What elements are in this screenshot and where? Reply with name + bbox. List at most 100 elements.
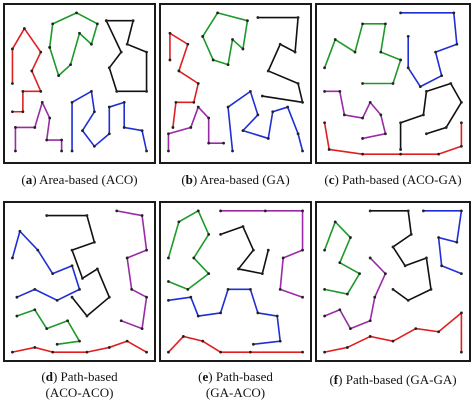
waypoint-dot [45, 138, 49, 142]
waypoint-dot [323, 314, 326, 318]
waypoint-dot [327, 148, 331, 151]
waypoint-dot [449, 82, 453, 85]
waypoint-dot [11, 82, 14, 85]
waypoint-dot [167, 149, 170, 153]
waypoint-dot [460, 350, 463, 354]
path-purple [324, 90, 387, 140]
waypoint-dot [145, 350, 148, 354]
waypoint-dot [70, 149, 74, 153]
waypoint-dot [460, 100, 463, 104]
waypoint-dot [14, 149, 17, 153]
waypoint-dot [434, 50, 437, 54]
waypoint-dot [145, 50, 148, 54]
path-green [323, 221, 361, 295]
waypoint-dot [349, 236, 352, 239]
waypoint-dot [241, 129, 245, 132]
path-green [16, 308, 81, 346]
path-black [399, 82, 463, 150]
path-purple [167, 106, 224, 152]
caption-f-text: Path-based (GA-GA) [345, 372, 457, 387]
waypoint-dot [85, 214, 89, 217]
waypoint-dot [21, 89, 25, 93]
waypoint-dot [452, 11, 456, 15]
waypoint-dot [45, 327, 49, 330]
waypoint-dot [301, 350, 304, 354]
waypoint-dot [60, 138, 64, 142]
waypoint-dot [33, 126, 37, 129]
waypoint-dot [140, 129, 144, 132]
waypoint-dot [81, 129, 84, 132]
waypoint-dot [145, 295, 148, 299]
waypoint-dot [425, 132, 428, 136]
waypoint-dot [192, 256, 196, 260]
waypoint-dot [90, 89, 93, 93]
waypoint-dot [70, 100, 74, 104]
waypoint-dot [296, 82, 300, 85]
waypoint-dot [171, 126, 175, 129]
waypoint-dot [241, 225, 245, 228]
waypoint-dot [368, 100, 372, 104]
waypoint-dot [181, 335, 185, 338]
waypoint-dot [361, 82, 364, 85]
waypoint-dot [36, 248, 40, 252]
path-red [323, 122, 463, 155]
waypoint-dot [115, 209, 119, 213]
waypoint-dot [207, 116, 211, 120]
waypoint-dot [168, 58, 172, 62]
path-blue [400, 12, 458, 88]
waypoint-dot [90, 42, 93, 46]
path-black [105, 19, 148, 93]
waypoint-dot [39, 50, 43, 54]
waypoint-dot [11, 350, 14, 354]
waypoint-dot [130, 287, 134, 291]
waypoint-dot [107, 66, 111, 70]
waypoint-dot [271, 110, 275, 114]
path-purple [14, 101, 63, 152]
waypoint-dot [33, 346, 37, 349]
caption-d-letter: d [45, 369, 53, 384]
waypoint-dot [196, 82, 200, 85]
waypoint-dot [391, 339, 395, 343]
waypoint-dot [275, 314, 279, 318]
waypoint-dot [440, 74, 444, 78]
waypoint-dot [226, 287, 230, 291]
waypoint-dot [251, 248, 255, 252]
waypoint-dot [333, 220, 337, 224]
waypoint-dot [440, 264, 444, 268]
waypoint-dot [93, 144, 96, 148]
waypoint-dot [406, 66, 410, 70]
path-red [11, 27, 42, 113]
waypoint-dot [222, 141, 225, 145]
waypoint-dot [186, 287, 190, 291]
waypoint-dot [391, 287, 395, 291]
caption-c: (c) Path-based (ACO-GA) [324, 172, 462, 187]
waypoint-dot [358, 272, 361, 276]
path-green [201, 12, 249, 66]
waypoint-dot [323, 89, 326, 93]
waypoint-dot [122, 100, 126, 104]
panel-c-maze [315, 3, 471, 164]
waypoint-dot [226, 63, 230, 67]
waypoint-dot [403, 264, 407, 268]
waypoint-dot [70, 295, 74, 299]
waypoint-dot [140, 327, 144, 330]
waypoint-dot [93, 110, 96, 114]
waypoint-dot [338, 261, 342, 265]
waypoint-dot [93, 240, 96, 244]
waypoint-dot [177, 220, 181, 224]
waypoint-dot [460, 311, 463, 315]
waypoint-dot [373, 295, 377, 299]
waypoint-dot [293, 50, 297, 54]
waypoint-dot [409, 233, 413, 236]
waypoint-dot [57, 74, 61, 78]
waypoint-dot [406, 209, 410, 213]
panel-d-paths [11, 209, 148, 354]
path-purple [324, 257, 387, 330]
waypoint-dot [51, 350, 55, 354]
waypoint-dot [425, 89, 428, 93]
waypoint-dot [384, 272, 387, 276]
waypoint-dot [391, 82, 395, 85]
waypoint-dot [368, 335, 372, 338]
waypoint-dot [437, 330, 440, 334]
waypoint-dot [11, 47, 14, 51]
